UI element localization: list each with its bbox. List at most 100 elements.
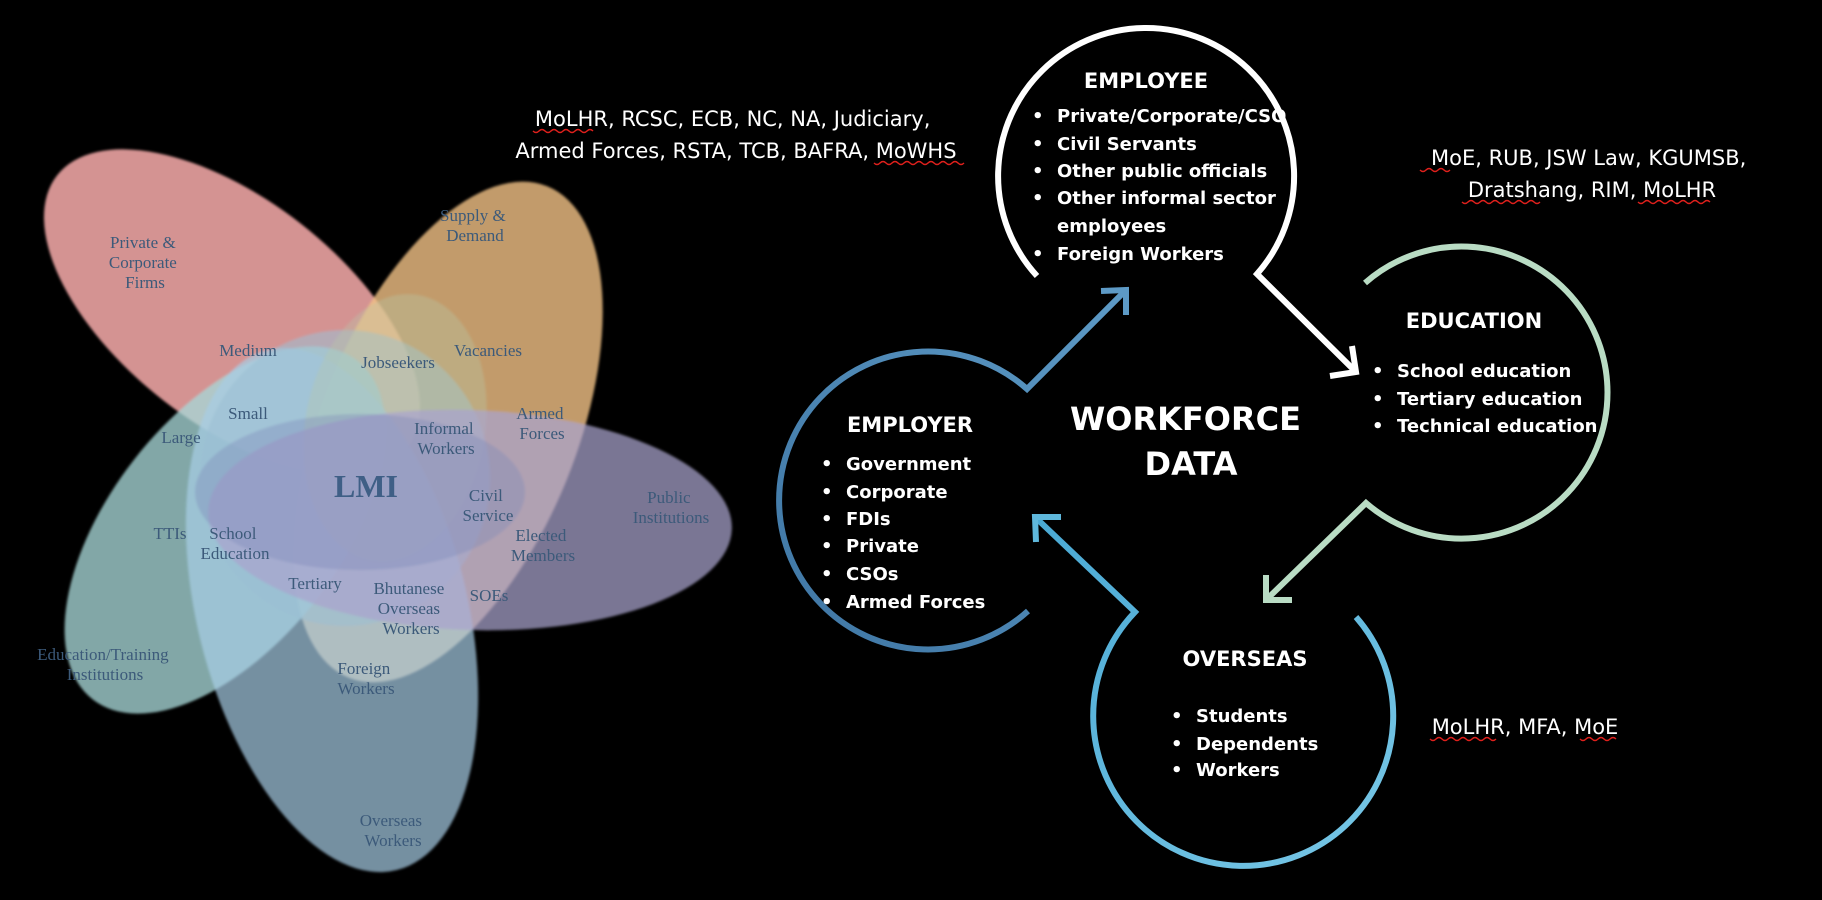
svg-text:Bhutanese Overseas: Bhutanese Overseas Workers	[373, 579, 448, 638]
overseas-bullet: •	[1171, 734, 1183, 755]
employee-item: Other informal sector	[1057, 188, 1276, 209]
agency-line: MoLHR, RCSC, ECB, NC, NA, Judiciary,	[535, 107, 930, 131]
venn-label-jobseekers: Jobseekers	[361, 353, 435, 372]
employer-title: EMPLOYER	[847, 413, 973, 437]
employer-bullet: •	[821, 454, 833, 475]
employee-item: Civil Servants	[1057, 134, 1197, 155]
agency-line: MoE, RUB, JSW Law, KGUMSB,	[1431, 146, 1746, 170]
venn-label-medium: Medium	[219, 341, 277, 360]
svg-text:Elected Members: Elected Members	[511, 526, 575, 565]
svg-text:MoE, RUB, JSW Law, KGUMSB,: MoE, RUB, JSW Law, KGUMSB, Dratshang, RI…	[1431, 146, 1753, 202]
venn-label-large: Large	[161, 428, 200, 447]
employer-item: CSOs	[846, 564, 899, 585]
overseas-arrowhead	[1031, 514, 1061, 543]
venn-ellipse-lmi-core	[195, 414, 525, 570]
employer-item: Private	[846, 536, 919, 557]
employee-item: employees	[1057, 216, 1166, 237]
employer-bullet: •	[821, 509, 833, 530]
agency-line: MoLHR, MFA, MoE	[1432, 715, 1619, 739]
education-bullet: •	[1372, 389, 1384, 410]
education-bullet: •	[1372, 361, 1384, 382]
venn-label-armed-forces: Forces	[519, 424, 564, 443]
employee-bullet: •	[1032, 244, 1044, 265]
spellcheck-underline	[873, 160, 965, 166]
svg-text:Public Institutions: Public Institutions	[633, 488, 710, 527]
venn-label-public-institutions: Public	[647, 488, 691, 507]
venn-label-school-education: School	[209, 524, 257, 543]
agencies-overseas: MoLHR, MFA, MoE	[1429, 715, 1619, 742]
agency-line: Armed Forces, RSTA, TCB, BAFRA, MoWHS	[515, 139, 956, 163]
workforce-data-title: WORKFORCE DATA	[1070, 400, 1312, 483]
venn-label-soes: SOEs	[470, 586, 509, 605]
spellcheck-underline	[532, 128, 594, 134]
venn-label-supply-demand: Demand	[446, 226, 504, 245]
overseas-item: Dependents	[1196, 734, 1318, 755]
venn-label-ttis: TTIs	[153, 524, 186, 543]
svg-text:Armed Forces: Armed Forces	[516, 404, 567, 443]
spellcheck-underline	[1579, 736, 1617, 742]
venn-label-civil-service: Civil	[469, 486, 503, 505]
employer-block: EMPLOYER • Government • Corporate • FDIs…	[821, 413, 985, 613]
venn-center-label: LMI	[334, 468, 398, 504]
overseas-circle	[1032, 514, 1397, 869]
overseas-bullet: •	[1171, 760, 1183, 781]
venn-label-private-corporate: Firms	[125, 273, 165, 292]
employee-circle	[995, 25, 1359, 375]
venn-label-supply-demand: Supply &	[440, 206, 506, 225]
venn-label-armed-forces: Armed	[516, 404, 564, 423]
venn-label-informal: Informal	[414, 419, 474, 438]
spellcheck-underline	[1429, 736, 1497, 742]
svg-text:Foreign Workers: Foreign Workers	[337, 659, 394, 698]
svg-text:Supply & Demand: Supply & Demand	[440, 206, 510, 245]
svg-text:Informal Workers: Informal Workers	[414, 419, 478, 458]
spellcheck-underline	[1461, 199, 1541, 205]
overseas-block: OVERSEAS • Students • Dependents • Worke…	[1171, 647, 1318, 781]
employee-bullet: •	[1032, 188, 1044, 209]
venn-label-edu-training: Institutions	[67, 665, 144, 684]
education-item: School education	[1397, 361, 1571, 382]
venn-label-bhutanese-overseas: Bhutanese	[373, 579, 444, 598]
employer-bullet: •	[821, 592, 833, 613]
education-block: EDUCATION • School education • Tertiary …	[1372, 309, 1598, 437]
employee-title: EMPLOYEE	[1084, 69, 1208, 93]
svg-text:Overseas Workers: Overseas Workers	[360, 811, 427, 850]
venn-label-foreign-workers: Workers	[337, 679, 394, 698]
svg-text:Civil Service: Civil Service	[463, 486, 514, 525]
overseas-item: Students	[1196, 706, 1288, 727]
svg-text:Private & Corporate: Private & Corporate Firms	[109, 233, 181, 292]
education-arrowhead	[1263, 575, 1292, 603]
employer-circle	[776, 287, 1129, 653]
employer-bullet: •	[821, 482, 833, 503]
venn-label-school-education: Education	[201, 544, 270, 563]
employer-item: Government	[846, 454, 972, 475]
employee-item: Private/Corporate/CSO	[1057, 106, 1286, 127]
employer-item: Corporate	[846, 482, 948, 503]
employer-item: Armed Forces	[846, 592, 985, 613]
venn-labels: Private & Corporate Firms Supply & Deman…	[37, 206, 709, 850]
spellcheck-underline	[1419, 167, 1451, 173]
venn-label-overseas-workers: Overseas	[360, 811, 422, 830]
agency-line: Dratshang, RIM, MoLHR	[1468, 178, 1716, 202]
venn-diagram	[43, 149, 732, 873]
svg-text:School Education: School Education	[201, 524, 270, 563]
svg-text:Education/Training Insti: Education/Training Institutions	[37, 645, 173, 684]
venn-label-private-corporate: Corporate	[109, 253, 177, 272]
employee-item: Foreign Workers	[1057, 244, 1224, 265]
employee-block: EMPLOYEE • Private/Corporate/CSO • Civil…	[1032, 69, 1286, 265]
venn-label-vacancies: Vacancies	[454, 341, 522, 360]
employee-bullet: •	[1032, 106, 1044, 127]
employee-item: Other public officials	[1057, 161, 1267, 182]
education-item: Technical education	[1397, 416, 1598, 437]
venn-label-overseas-workers: Workers	[364, 831, 421, 850]
overseas-title: OVERSEAS	[1183, 647, 1308, 671]
svg-text:MoLHR, RCSC, ECB, NC, NA, Judi: MoLHR, RCSC, ECB, NC, NA, Judiciary, Arm…	[515, 107, 956, 163]
venn-label-informal: Workers	[417, 439, 474, 458]
employer-bullet: •	[821, 564, 833, 585]
venn-label-small: Small	[228, 404, 268, 423]
employer-bullet: •	[821, 536, 833, 557]
venn-label-bhutanese-overseas: Workers	[382, 619, 439, 638]
spellcheck-underline	[1637, 199, 1711, 205]
overseas-bullet: •	[1171, 706, 1183, 727]
employee-bullet: •	[1032, 161, 1044, 182]
cycle-diagram	[776, 25, 1611, 869]
